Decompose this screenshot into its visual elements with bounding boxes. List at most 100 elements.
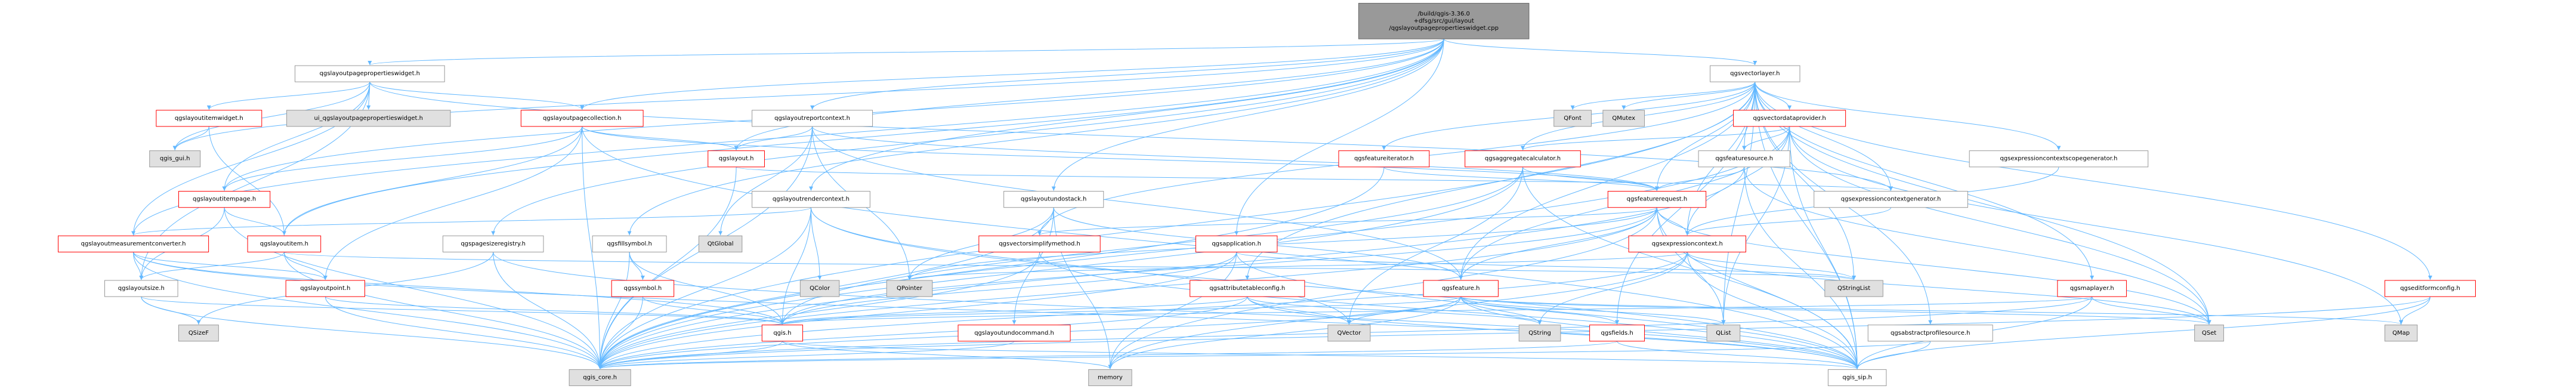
edge-attrtable-to-qstring xyxy=(1247,296,1542,325)
node-qglobal[interactable]: QtGlobal xyxy=(698,235,743,252)
node-qsizef[interactable]: QSizeF xyxy=(178,325,219,342)
node-layoutpage[interactable]: qgslayoutitempage.h xyxy=(178,191,271,208)
edge-renderctx-to-qgis_sip xyxy=(810,207,1860,369)
edge-pagesizereg-to-qgis_sip xyxy=(493,252,1860,369)
node-application[interactable]: qgsapplication.h xyxy=(1195,235,1278,252)
node-aggcalc[interactable]: qgsaggregatecalculator.h xyxy=(1465,150,1581,168)
node-label-attrtable: qgsattributetableconfig.h xyxy=(1209,285,1285,292)
node-featsource[interactable]: qgsfeaturesource.h xyxy=(1698,150,1790,168)
node-label-qstringlist: QStringList xyxy=(1837,285,1870,292)
edge-exprctx-to-qgis_core xyxy=(598,252,1688,369)
edge-feature-to-qstring xyxy=(1460,297,1542,325)
node-undostack[interactable]: qgslayoutundostack.h xyxy=(1003,191,1104,208)
node-label-dataprovider: qgsvectordataprovider.h xyxy=(1753,115,1826,122)
edge-reportctx-to-layout xyxy=(734,126,813,150)
node-itemwidget[interactable]: qgslayoutitemwidget.h xyxy=(156,110,262,127)
node-qmutex[interactable]: QMutex xyxy=(1602,110,1645,127)
node-label-root: /build/qgis-3.36.0 xyxy=(1417,11,1469,17)
edge-root-to-pagepropsw xyxy=(367,38,1444,66)
node-label-fields: qgsfields.h xyxy=(1601,330,1633,336)
node-exprctx[interactable]: qgsexpressioncontext.h xyxy=(1628,235,1746,252)
node-box-layout xyxy=(708,150,765,168)
edge-pagecoll-to-layoutpage xyxy=(222,126,583,191)
node-qlist[interactable]: QList xyxy=(1706,325,1741,342)
node-ui_pageprops[interactable]: ui_qgslayoutpagepropertieswidget.h xyxy=(286,110,451,127)
node-fillsymbol[interactable]: qgsfillsymbol.h xyxy=(592,235,667,252)
node-abstractprofile[interactable]: qgsabstractprofilesource.h xyxy=(1867,325,1993,342)
node-qcolor[interactable]: QColor xyxy=(799,280,840,297)
node-undocmd[interactable]: qgslayoutundocommand.h xyxy=(957,325,1071,342)
node-featreq[interactable]: qgsfeaturerequest.h xyxy=(1607,191,1707,208)
node-vectorlayer[interactable]: qgsvectorlayer.h xyxy=(1710,65,1800,82)
node-qset[interactable]: QSet xyxy=(2194,325,2224,342)
node-qstring[interactable]: QString xyxy=(1518,325,1561,342)
node-qstringlist[interactable]: QStringList xyxy=(1824,280,1883,297)
node-renderctx[interactable]: qgslayoutrendercontext.h xyxy=(752,191,870,208)
node-symbol[interactable]: qgssymbol.h xyxy=(611,280,675,297)
node-layoutitem[interactable]: qgslayoutitem.h xyxy=(247,235,322,252)
node-maplayer[interactable]: qgsmaplayer.h xyxy=(2057,280,2127,297)
node-box-exprctx xyxy=(1628,235,1746,252)
node-qgis[interactable]: qgis.h xyxy=(761,325,804,342)
edge-reportctx-to-feature xyxy=(812,126,1463,280)
node-qpointer[interactable]: QPointer xyxy=(886,280,933,297)
node-label-abstractprofile: qgsabstractprofilesource.h xyxy=(1891,330,1970,336)
node-fields[interactable]: qgsfields.h xyxy=(1589,325,1645,342)
edge-featreq-to-qgis xyxy=(780,207,1657,325)
node-qvector[interactable]: QVector xyxy=(1327,325,1371,342)
node-label-renderctx: qgslayoutrendercontext.h xyxy=(773,196,850,203)
node-box-editform xyxy=(2385,280,2476,297)
node-box-root xyxy=(1358,2,1530,39)
node-feature[interactable]: qgsfeature.h xyxy=(1423,280,1499,297)
edge-root-to-qgs_gui xyxy=(172,39,1444,150)
node-featiter[interactable]: qgsfeatureiterator.h xyxy=(1338,150,1430,168)
node-box-layoutpoint xyxy=(285,280,365,297)
node-label-qpointer: QPointer xyxy=(897,285,923,292)
node-label-qvector: QVector xyxy=(1338,330,1362,336)
node-qgs_gui[interactable]: qgis_gui.h xyxy=(149,150,201,168)
node-box-measconv xyxy=(58,235,209,252)
edge-vectorlayer-to-exprscopegen xyxy=(1755,82,2061,150)
node-box-qgis_sip xyxy=(1827,369,1887,387)
edge-featsource-to-qgis_sip xyxy=(1744,166,1860,369)
node-label-root: /qgslayoutpagepropertieswidget.cpp xyxy=(1389,25,1499,32)
node-qmap[interactable]: QMap xyxy=(2385,325,2418,342)
node-simplify[interactable]: qgsvectorsimplifymethod.h xyxy=(978,235,1101,252)
edge-dataprovider-to-aggcalc xyxy=(1521,126,1790,151)
node-qgis_core[interactable]: qgis_core.h xyxy=(569,369,631,387)
node-layoutpoint[interactable]: qgslayoutpoint.h xyxy=(285,280,365,297)
edge-dataprovider-to-qgis_core xyxy=(598,126,1790,369)
edge-pagecoll-to-featreq xyxy=(582,126,1659,191)
node-box-memory xyxy=(1088,369,1132,387)
node-attrtable[interactable]: qgsattributetableconfig.h xyxy=(1190,280,1305,297)
node-qfont[interactable]: QFont xyxy=(1553,110,1592,127)
node-measconv[interactable]: qgslayoutmeasurementconverter.h xyxy=(58,235,209,252)
node-exprscopegen[interactable]: qgsexpressioncontextscopegenerator.h xyxy=(1969,150,2149,168)
edge-attrtable-to-qgis xyxy=(780,296,1248,325)
node-reportctx[interactable]: qgslayoutreportcontext.h xyxy=(752,110,873,127)
node-label-qgis_sip: qgis_sip.h xyxy=(1842,374,1872,381)
node-layoutsize[interactable]: qgslayoutsize.h xyxy=(104,280,178,297)
edge-exprctxgen-to-exprctx xyxy=(1685,207,1892,236)
node-qgis_sip[interactable]: qgis_sip.h xyxy=(1827,369,1887,387)
node-label-layoutpage: qgslayoutitempage.h xyxy=(193,196,256,203)
node-exprctxgen[interactable]: qgsexpressioncontextgenerator.h xyxy=(1814,191,1968,208)
edge-root-to-undostack xyxy=(1051,39,1444,191)
node-pagesizereg[interactable]: qgspagesizeregistry.h xyxy=(442,235,544,252)
edge-undostack-to-memory xyxy=(1053,207,1113,369)
edge-featsource-to-featreq xyxy=(1655,166,1745,191)
node-layout[interactable]: qgslayout.h xyxy=(708,150,765,168)
node-dataprovider[interactable]: qgsvectordataprovider.h xyxy=(1733,110,1846,127)
node-label-exprctxgen: qgsexpressioncontextgenerator.h xyxy=(1841,196,1941,203)
node-memory[interactable]: memory xyxy=(1088,369,1132,387)
edge-layout-to-qgis_core xyxy=(598,166,737,369)
edge-vectorlayer-to-featreq xyxy=(1654,82,1756,191)
node-label-memory: memory xyxy=(1098,374,1123,381)
edge-root-to-fillsymbol xyxy=(627,39,1444,236)
edge-root-to-renderctx xyxy=(809,39,1444,191)
edge-editform-to-qmap xyxy=(2399,297,2431,325)
node-editform[interactable]: qgseditformconfig.h xyxy=(2385,280,2476,297)
edge-exprctx-to-qstring xyxy=(1537,252,1688,325)
node-pagepropsw[interactable]: qgslayoutpagepropertieswidget.h xyxy=(294,65,445,82)
node-pagecoll[interactable]: qgslayoutpagecollection.h xyxy=(520,110,644,127)
